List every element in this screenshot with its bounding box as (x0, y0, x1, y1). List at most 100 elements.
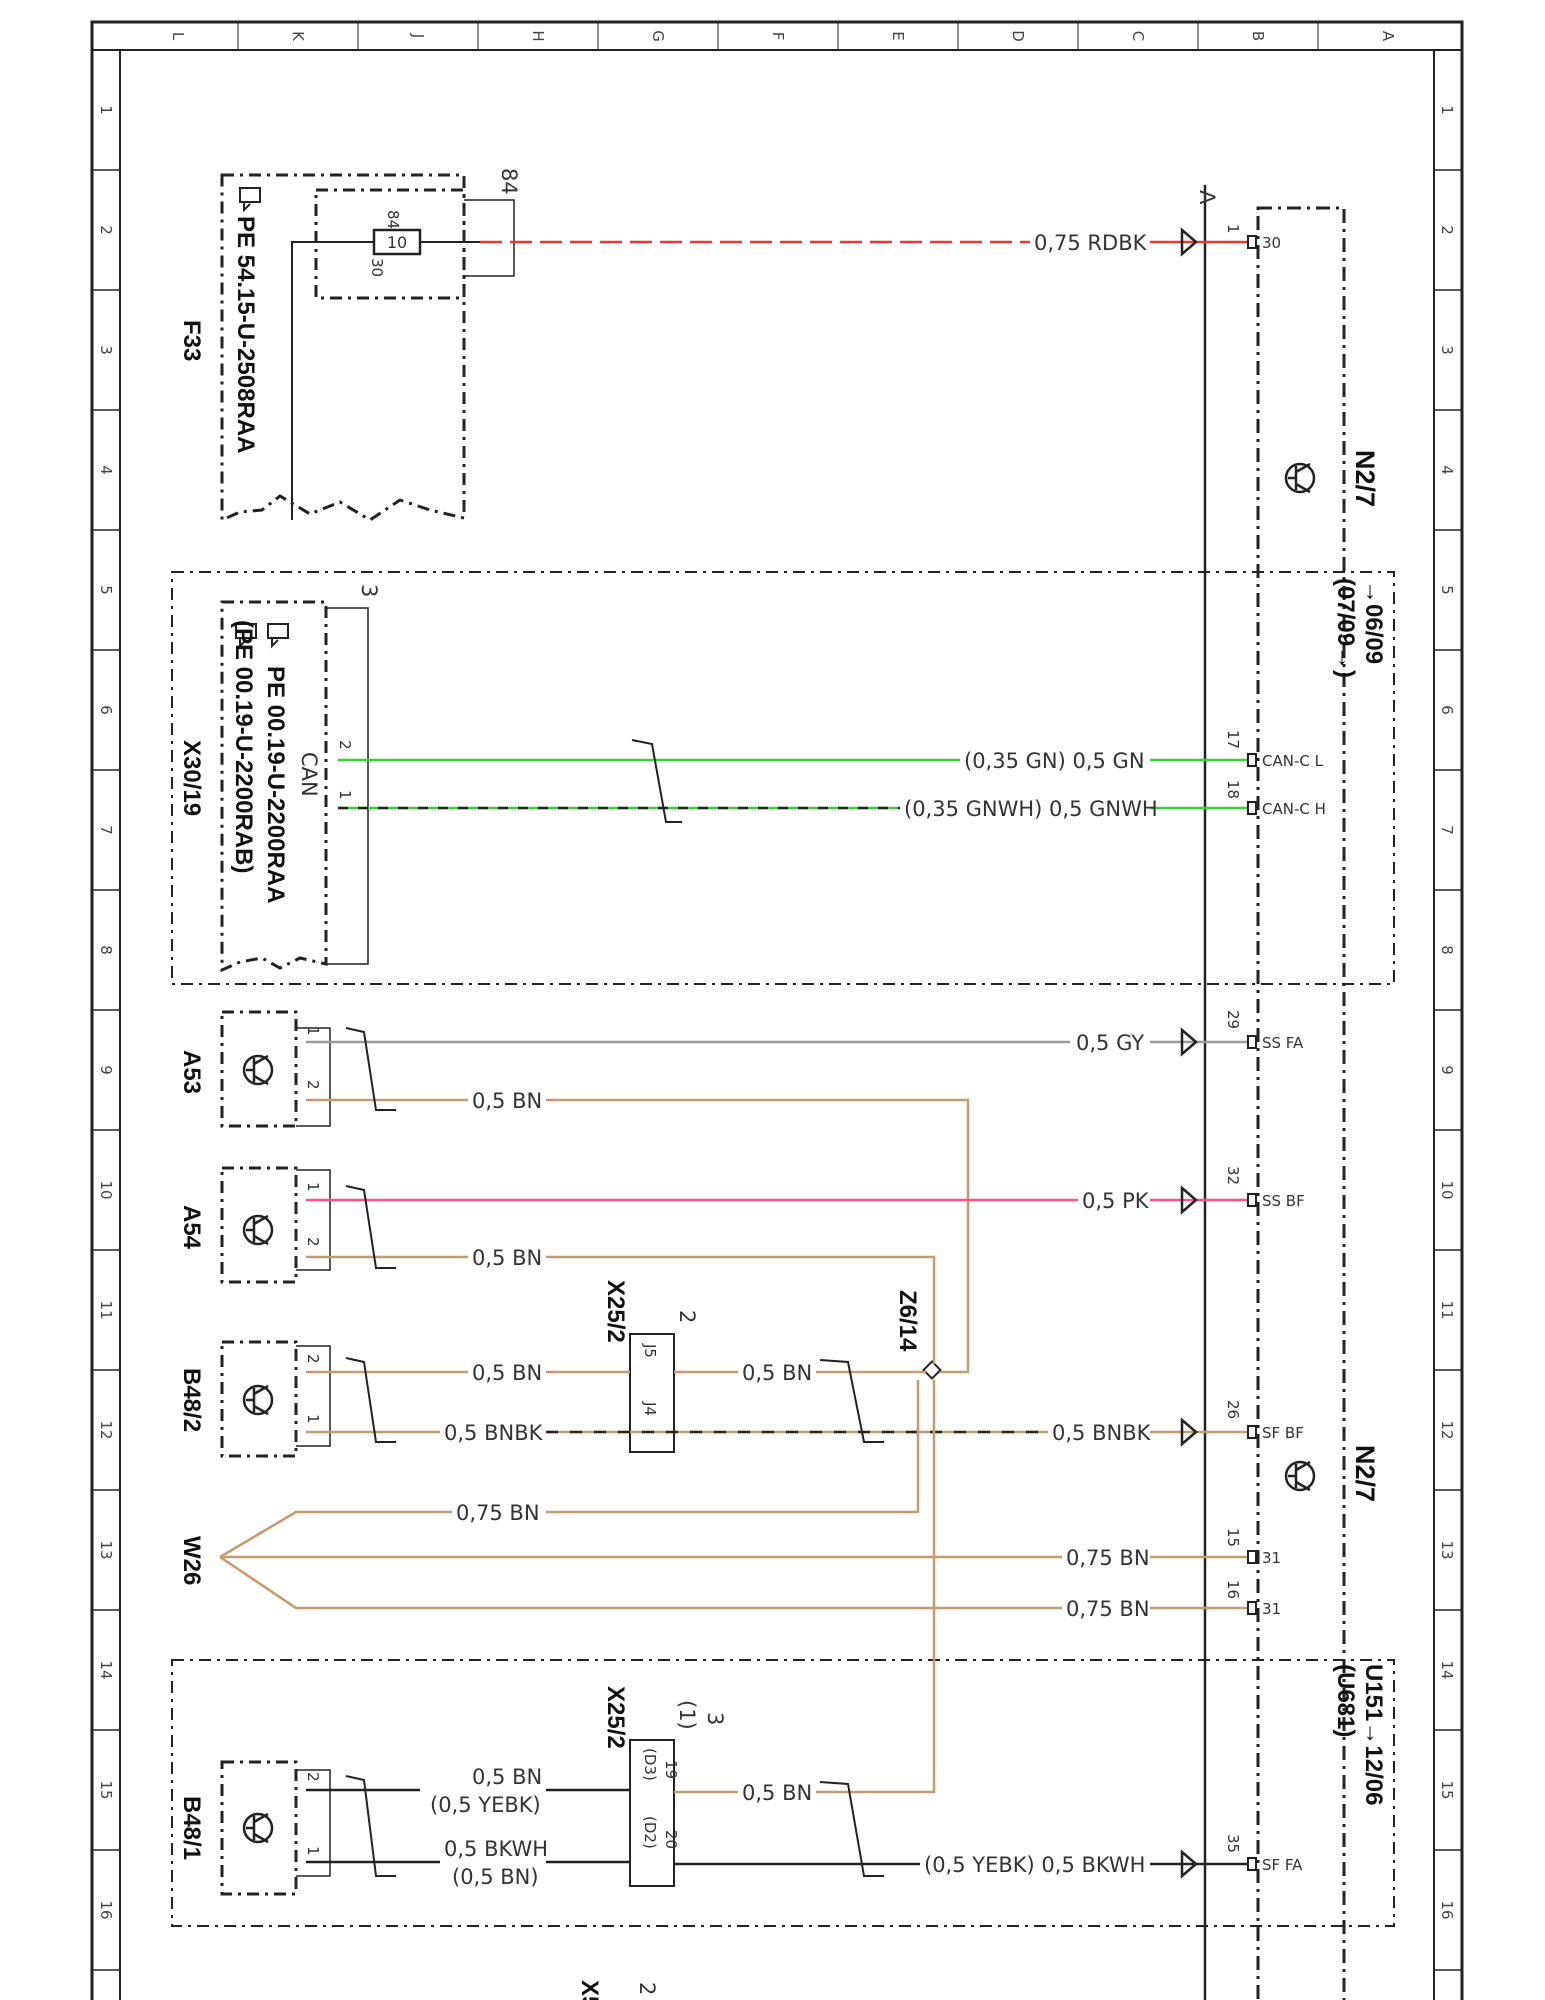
x25-2-loc: 2 (675, 1310, 699, 1323)
pin-number: 1 (336, 790, 354, 800)
fuse-rating: 10 (387, 233, 407, 252)
x5-connector: X5 2 (576, 1980, 659, 2000)
wire-label: 0,5 BNBK (1052, 1421, 1152, 1445)
col-label: A (1379, 31, 1397, 42)
drawing-frame (90, 20, 1464, 2000)
wire-bn (546, 1098, 970, 1374)
x25-2-loc: 3 (703, 1712, 727, 1725)
pin-number: 32 (1224, 1166, 1242, 1185)
a54-label: A54 (178, 1205, 205, 1250)
f33-label: F33 (178, 320, 205, 361)
wire-label: (0,35 GNWH) 0,5 GNWH (904, 797, 1158, 821)
model-note-text: U151→12/06 (1360, 1664, 1387, 1805)
col-label: H (529, 30, 547, 41)
n2-7-label-bottom: N2/7 (1350, 1445, 1380, 1502)
b48-2-label: B48/2 (178, 1368, 205, 1432)
col-label: J (409, 33, 427, 38)
row-label: 12 (1438, 1420, 1456, 1439)
x30-19-can-connector: 3 CAN PE 00.19-U-2200RAA (PE 00.19-U-220… (178, 584, 381, 973)
z6-14-splice: Z6/14 (894, 1290, 942, 1380)
wire-label: 0,75 BN (1066, 1597, 1150, 1621)
row-label: 7 (97, 825, 115, 835)
arrow-icon (1180, 1185, 1198, 1215)
connector-arrows (1180, 227, 1198, 1879)
row-label: 5 (97, 585, 115, 595)
col-label: K (289, 31, 307, 42)
row-label: 14 (97, 1660, 115, 1679)
pin-number: 1 (304, 1846, 322, 1856)
row-label: 14 (1438, 1660, 1456, 1679)
wire-labels: 0,75 RDBK 1 30 (0,35 GN) 0,5 GN 17 CAN-C… (430, 224, 1326, 1889)
row-label: 2 (1438, 225, 1456, 235)
a54-module: A54 1 2 (178, 1166, 331, 1284)
model-note-text: (07/09→) (1332, 578, 1359, 678)
pin-number: 20 (662, 1830, 680, 1849)
x30-19-label: X30/19 (178, 740, 205, 816)
terminal-stubs (1247, 235, 1257, 1871)
wire-label: (0,5 YEBK) 0,5 BKWH (924, 1853, 1145, 1877)
wire-label: 0,5 BN (472, 1246, 542, 1270)
b48-1-module: B48/1 2 1 (178, 1760, 331, 1896)
col-label: E (889, 31, 907, 40)
terminal-label: SS FA (1262, 1034, 1304, 1052)
row-label: 8 (1438, 945, 1456, 955)
row-label: 5 (1438, 585, 1456, 595)
terminal-label: SF BF (1262, 1424, 1304, 1442)
n2-7-control-unit: A N2/7 N2/7 (1195, 185, 1380, 2000)
wire-label: (0,5 YEBK) (430, 1793, 541, 1817)
pin-number: 2 (304, 1772, 322, 1782)
model-note-text: (U681) (1332, 1664, 1359, 1737)
a53-module: A53 1 2 (178, 1010, 331, 1128)
row-label: 9 (97, 1065, 115, 1075)
x5-label: X5 (576, 1980, 603, 2000)
terminal-label: SF FA (1262, 1856, 1303, 1874)
wire-label: 0,5 BN (742, 1361, 812, 1385)
terminal-label: SS BF (1262, 1192, 1305, 1210)
pin-number: 16 (1224, 1580, 1242, 1599)
wire-label: (0,5 BN) (452, 1865, 539, 1889)
wire-label: 0,5 BN (472, 1089, 542, 1113)
wire-bn (546, 1255, 936, 1364)
row-label: 4 (1438, 465, 1456, 475)
transistor-icon (242, 1812, 274, 1844)
transistor-icon (242, 1214, 274, 1246)
x25-2-label: X25/2 (602, 1686, 629, 1749)
w26-ground-point: W26 (178, 1536, 205, 1585)
wire-label: 0,75 BN (456, 1501, 540, 1525)
fuse-pin-in: 84 (384, 210, 402, 229)
wire-bn (816, 1380, 936, 1794)
model-note-lower: U151→12/06 (U681) (171, 1659, 1395, 1927)
pin-number: 2 (304, 1354, 322, 1364)
arrow-icon (1180, 1849, 1198, 1879)
transistor-icon (1284, 1460, 1316, 1492)
row-label: 11 (97, 1300, 115, 1319)
pin-number: J5 (641, 1343, 659, 1358)
col-label: B (1249, 31, 1267, 41)
w26-label: W26 (178, 1536, 205, 1585)
row-label: 3 (1438, 345, 1456, 355)
pdf-reference-icon (239, 187, 261, 213)
wire-label: 0,5 BN (472, 1765, 542, 1789)
terminal-label: CAN-C H (1262, 800, 1326, 818)
row-label: 1 (1438, 105, 1456, 115)
x5-loc: 2 (635, 1982, 659, 1995)
x25-2-loc-sub: (1) (675, 1700, 699, 1730)
pin-number: 29 (1224, 1010, 1242, 1029)
wire-bn (219, 1555, 1062, 1610)
row-label: 3 (97, 345, 115, 355)
pin-number: J4 (641, 1401, 659, 1416)
row-label: 13 (1438, 1540, 1456, 1559)
n2-7-label-top: N2/7 (1350, 450, 1380, 507)
terminal-label: CAN-C L (1262, 752, 1324, 770)
z6-14-label: Z6/14 (894, 1290, 921, 1352)
grid-row-labels: 1 2 3 4 5 6 7 8 9 10 11 12 13 14 15 16 1… (97, 105, 1456, 1919)
model-note-text: →06/09 (1360, 580, 1387, 664)
row-label: 16 (97, 1900, 115, 1919)
pin-number: 2 (304, 1237, 322, 1247)
row-label: 6 (1438, 705, 1456, 715)
wire-label: 0,5 PK (1082, 1189, 1150, 1213)
pin-number: 1 (304, 1026, 322, 1036)
row-label: 16 (1438, 1900, 1456, 1919)
x25-2-connector-lower: X25/2 3 (1) 19 (D3) 20 (D2) (602, 1686, 727, 1887)
